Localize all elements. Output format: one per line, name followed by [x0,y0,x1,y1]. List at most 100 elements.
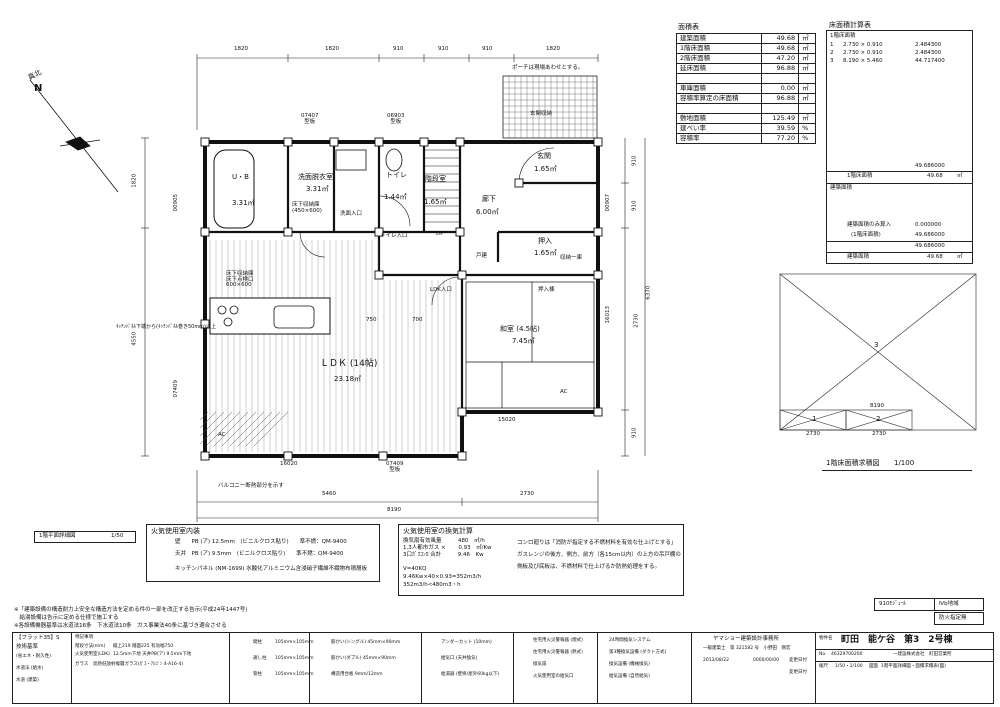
fire-zone-badge: 防火指定無 [934,612,984,625]
ventilation-box: 火気使用室の換気計算 換気扇有効風量 480 ㎥/h 1.3人都市ガス × 0.… [398,524,684,596]
left-extra-2: 水道法 (給水) [16,666,44,671]
legend-c1-size-3: 105mm×105mm [275,672,314,677]
area-table-title: 面積表 [678,23,699,31]
area-table-cell-value: 47.20 [760,53,800,64]
vent-note: コンロ廻りは「消防が指定する不燃材料を有効な仕上げとする」 ガスレンジの後方、側… [517,540,681,570]
drawing-scale: 1/50 [111,533,124,539]
calc-cell: 2.730 × 0.910 [843,42,883,48]
region-badge: Ⅳb地域 [934,598,984,611]
left-extra-1: (省エネ・耐久性) [16,654,52,659]
dim-interior-1: 750 [366,317,377,323]
dim-top-5: 910 [482,46,493,52]
area-table-cell-label [676,103,762,114]
porch-note: ポーチは現場あわせとする。 [512,65,584,71]
vent-line-5: 9.46Kw×40×0.93=352m3/h [403,574,482,580]
area-table-cell-unit [798,73,816,84]
area-table-cell-value: 39.59 [760,123,800,134]
diagram-label-3: 3 [874,341,879,349]
area-table-cell-value: 96.88 [760,93,800,104]
room-area-genkan: 1.65㎡ [534,165,557,173]
area-table-cell-label: 容積率算定の床面積 [676,93,762,104]
legend-c2-1: 筋かい(シングル) 45mm×90mm [331,640,401,645]
room-area-senmen: 3.31㎡ [306,185,329,193]
entrance-storage-label: 玄関収納 [530,111,553,117]
spec-value-3: 遮熱低放射複層ガラス(ｶﾞｽ・ｱﾙｺﾞﾝ 4-A16-4) [93,662,184,667]
area-table-cell-value [760,73,800,84]
area-table-cell-label [676,73,762,84]
diagram-scale: 1/100 [894,459,915,467]
area-table-cell-label: 延床面積 [676,63,762,74]
spec-line-4: ガラス [75,662,89,667]
note-2: 給湯設備は告示に定める仕様で施工する [14,615,119,621]
calc-cell: 1 [830,42,834,48]
ldk-entry-label: LDK入口 [430,287,452,293]
room-area-ub: 3.31㎡ [232,199,255,207]
window-label-2: 06903 型板 [387,113,405,125]
area-table-cell-unit: ㎡ [798,43,816,54]
area-table-cell-label: 敷地面積 [676,113,762,124]
module-badge: 910ﾓｼﾞｭｰﾙ [874,598,936,611]
note-3: ※各設備機器基準は水道法16条 下水道法10条 ガス事業法40条に基づき適合させ… [14,623,227,629]
spec-value-1: 蹴上219 踏面225 有効幅750 [113,644,174,649]
calc-cell: 3 [830,58,834,64]
area-table-cell-unit: % [798,123,816,134]
legend-c4-2: 住宅用火災警報器 (熱式) [533,650,583,655]
window-label-3: 07409 型板 [386,461,404,473]
flat35-label: 【フラット35】S [16,635,60,641]
vent-line-1: 換気扇有効風量 480 ㎥/h [403,538,485,544]
dim-left-small-2: 07409 [173,380,179,398]
fire-finish-line-3: キッチンパネル (NM-1699) 水酸化アルミニウム含浸硝子繊維不織物布積層板 [175,566,368,572]
calc-floor1-unit: ㎡ [957,173,963,179]
calc-extra-value: 0.000000 [915,222,942,228]
room-name-genkan: 玄関 [537,152,551,160]
drawing-title-box: 1階平面詳細図 1/50 [34,531,136,543]
note-1: ※「建築設備の構造耐力上安全な構造方法を定める件の一部を改正する告示(平成24年… [14,607,248,613]
calc-table-title: 床面積計算表 [829,21,871,29]
calc-floor1-total-label: 1階床面積 [847,173,873,179]
dim-top-3: 910 [393,46,404,52]
change-2: 変更日付 [789,670,807,675]
area-table-cell-label: 建築面積 [676,33,762,44]
area-table-cell-unit: ㎡ [798,93,816,104]
area-table-cell-value: 77.20 [760,133,800,144]
calc-cell: 2.484300 [915,50,942,56]
fire-finish-box: 火気使用室内装 壁 PB (ア) 12.5mm (ビニルクロス貼り) 準不燃：Q… [146,524,380,582]
north-n-letter: N [34,83,43,94]
legend-c1-3: 管柱 [253,672,262,677]
senmen-entry-label: 洗面入口 [340,211,363,217]
area-table-cell-value: 0.00 [760,83,800,94]
calc-build-title: 建築面積 [830,185,853,191]
vent-line-3: 3口ｶﾞｽｺﾝﾛ 合計 9.46 Kw [403,552,484,558]
legend-c1-size-1: 105mm×105mm [275,640,314,645]
room-name-oshiire: 押入 [538,237,552,245]
date-1: 2013/08/22 [703,658,729,663]
dim-right-3: 2730 [633,313,640,328]
dim-bottom-total: 8190 [387,507,401,513]
calc-build-total: 49.68 [927,254,943,260]
area-table-cell-unit [798,103,816,114]
legend-c1-2: 通し柱 [253,656,267,661]
dim-top-1: 1820 [234,46,248,52]
area-table-cell-value: 125.49 [760,113,800,124]
office-license: 一級建築士 第 321582 号 小野田 剛宏 [703,646,791,651]
area-table-cell-value: 96.88 [760,63,800,74]
floor-storage-label: 床下収納庫 (450×600) [292,202,322,214]
scale-value: 1/50・1/100 [835,664,863,669]
legend-c2-3: 構造用合板 9mm/12mm [331,672,383,677]
legend-c4-1: 住宅用火災警報器 (煙式) [533,638,583,643]
dim-right-1: 910 [631,155,638,167]
calc-cell: 2 [830,50,834,56]
area-table-row [676,103,816,114]
balcony-note: バルコニー断熱部分を示す [218,483,284,489]
area-table-cell-unit: ㎡ [798,83,816,94]
area-table-cell-unit: ㎡ [798,63,816,74]
fire-finish-line-1: 壁 PB (ア) 12.5mm (ビニルクロス貼り) 準不燃：QM-9400 [175,539,347,545]
calc-cell: 2.484300 [915,42,942,48]
module-badge-text: 910ﾓｼﾞｭｰﾙ [879,601,906,607]
